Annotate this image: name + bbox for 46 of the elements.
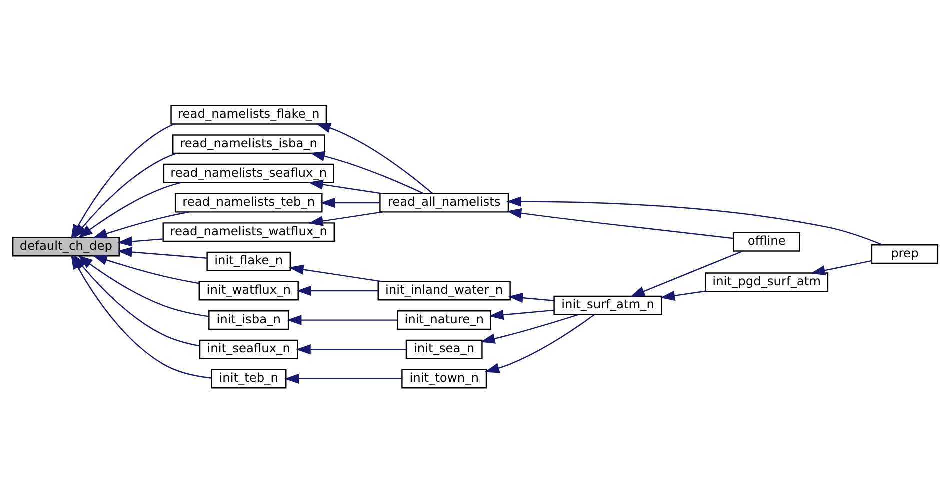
- arrow: [118, 236, 163, 246]
- node-box: init_flake_n: [206, 251, 292, 271]
- arrow: [284, 373, 402, 384]
- arrow: [78, 182, 181, 238]
- arrow: [92, 254, 200, 284]
- node-box: read_all_namelists: [380, 192, 510, 212]
- node-box: init_seaflux_n: [199, 339, 298, 359]
- node-box: init_inland_water_n: [378, 280, 511, 300]
- arrow: [118, 246, 208, 258]
- arrow: [480, 314, 578, 344]
- node-box: read_namelists_seaflux_n: [163, 163, 334, 183]
- node-box: read_namelists_teb_n: [174, 192, 323, 212]
- arrow: [92, 211, 190, 238]
- arrow: [287, 314, 398, 325]
- arrow: [310, 150, 424, 194]
- node-box: prep: [871, 244, 939, 264]
- arrow: [296, 344, 406, 354]
- arrow: [316, 122, 433, 194]
- arrow: [308, 179, 383, 194]
- arrow: [308, 211, 383, 226]
- arrow: [810, 260, 872, 276]
- node-box: init_surf_atm_n: [554, 295, 662, 315]
- arrow: [320, 197, 380, 208]
- node-box: offline: [733, 232, 800, 252]
- arrow: [508, 292, 554, 303]
- node-box: read_namelists_watflux_n: [162, 222, 335, 242]
- node-box: init_town_n: [402, 368, 488, 388]
- arrow: [660, 290, 706, 300]
- node-box: init_nature_n: [397, 310, 492, 330]
- node-box: init_pgd_surf_atm: [705, 272, 829, 292]
- arrow: [289, 264, 383, 282]
- node-box: init_isba_n: [208, 310, 290, 330]
- node-box: read_namelists_flake_n: [170, 104, 328, 124]
- node-box: init_sea_n: [406, 339, 483, 359]
- arrow: [506, 208, 734, 239]
- arrow: [74, 152, 177, 238]
- arrow: [489, 309, 554, 320]
- arrow: [484, 314, 595, 373]
- node-box: read_namelists_isba_n: [172, 134, 326, 154]
- arrow: [630, 250, 744, 297]
- node-box: init_watflux_n: [198, 280, 299, 300]
- arrow: [296, 285, 378, 296]
- arrow: [78, 255, 210, 317]
- node-box: init_teb_n: [210, 368, 287, 388]
- arrow: [506, 196, 883, 246]
- node-box: default_ch_dep: [12, 236, 120, 256]
